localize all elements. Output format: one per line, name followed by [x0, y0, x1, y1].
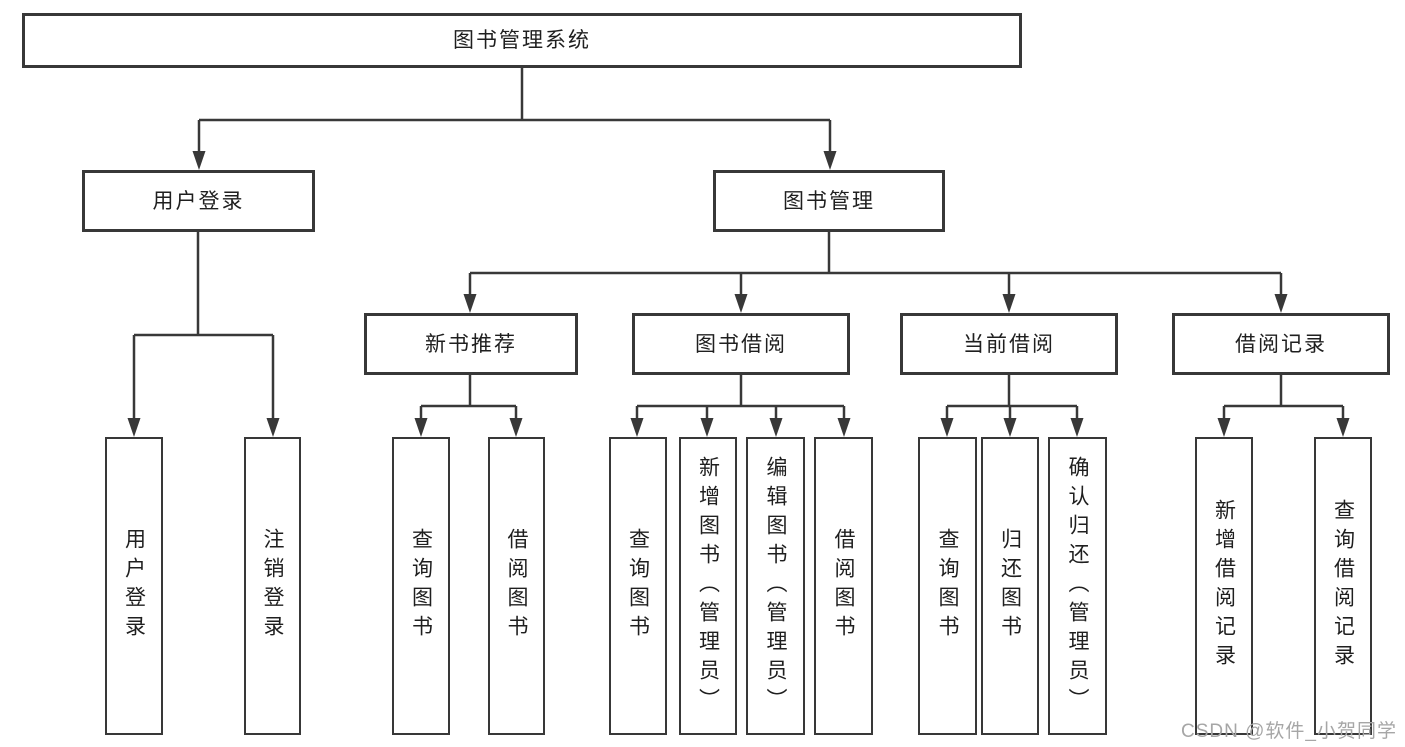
node-label: 新增借阅记录: [1212, 499, 1236, 673]
leaf-add-books-admin: 新增图书（管理员）: [679, 437, 737, 735]
leaf-borrow-books: 借阅图书: [814, 437, 873, 735]
node-label: 新书推荐: [425, 332, 517, 356]
arrowheads-current-borrow-children: [940, 418, 1084, 437]
arrowheads-book-borrow-children: [630, 418, 851, 437]
arrowheads-user-login-children: [127, 418, 280, 437]
connector-user-login-children: [132, 232, 275, 422]
node-label: 确认归还（管理员）: [1066, 455, 1089, 717]
leaf-query-borrow-record: 查询借阅记录: [1314, 437, 1372, 735]
node-label: 新增图书（管理员）: [696, 455, 720, 717]
node-label: 注销登录: [261, 528, 284, 644]
leaf-edit-books-admin: 编辑图书（管理员）: [746, 437, 805, 735]
node-label: 借阅记录: [1235, 332, 1327, 356]
leaf-confirm-return-admin: 确认归还（管理员）: [1048, 437, 1107, 735]
node-book-management: 图书管理: [713, 170, 945, 232]
connector-current-borrow-children: [945, 375, 1079, 422]
node-label: 当前借阅: [963, 332, 1055, 356]
arrowheads-level2: [192, 151, 837, 170]
node-label: 查询图书: [409, 528, 433, 644]
node-label: 归还图书: [998, 528, 1022, 644]
node-label: 图书管理: [783, 189, 875, 213]
node-book-borrowing: 图书借阅: [632, 313, 850, 375]
node-label: 图书管理系统: [453, 29, 591, 52]
leaf-query-books-current: 查询图书: [918, 437, 977, 735]
leaf-query-books-recommend: 查询图书: [392, 437, 450, 735]
node-label: 借阅图书: [505, 528, 528, 644]
connector-borrow-record-children: [1222, 375, 1345, 422]
arrowheads-new-book-children: [414, 418, 523, 437]
leaf-query-books-borrowing: 查询图书: [609, 437, 667, 735]
node-label: 查询借阅记录: [1331, 499, 1355, 673]
connector-new-book-children: [419, 375, 518, 422]
leaf-add-borrow-record: 新增借阅记录: [1195, 437, 1253, 735]
node-label: 查询图书: [936, 528, 959, 644]
arrowheads-borrow-record-children: [1217, 418, 1350, 437]
leaf-return-books: 归还图书: [981, 437, 1039, 735]
node-label: 编辑图书（管理员）: [764, 455, 787, 717]
node-label: 查询图书: [626, 528, 650, 644]
node-label: 用户登录: [152, 189, 245, 213]
csdn-watermark: CSDN @软件_小贺同学: [1181, 721, 1397, 742]
node-label: 图书借阅: [695, 332, 787, 356]
node-label: 用户登录: [122, 528, 146, 644]
connector-book-borrow-children: [635, 375, 846, 422]
node-new-book-recommend: 新书推荐: [364, 313, 578, 375]
arrowheads-level3: [463, 294, 1288, 313]
leaf-borrow-books-recommend: 借阅图书: [488, 437, 545, 735]
leaf-user-login: 用户登录: [105, 437, 163, 735]
leaf-logout: 注销登录: [244, 437, 301, 735]
node-borrow-records: 借阅记录: [1172, 313, 1390, 375]
connector-root-to-level2: [197, 68, 832, 155]
node-user-login: 用户登录: [82, 170, 315, 232]
node-label: 借阅图书: [832, 528, 855, 644]
node-current-borrowing: 当前借阅: [900, 313, 1118, 375]
node-library-management-system: 图书管理系统: [22, 13, 1022, 68]
connector-book-mgmt-to-level3: [468, 232, 1283, 298]
